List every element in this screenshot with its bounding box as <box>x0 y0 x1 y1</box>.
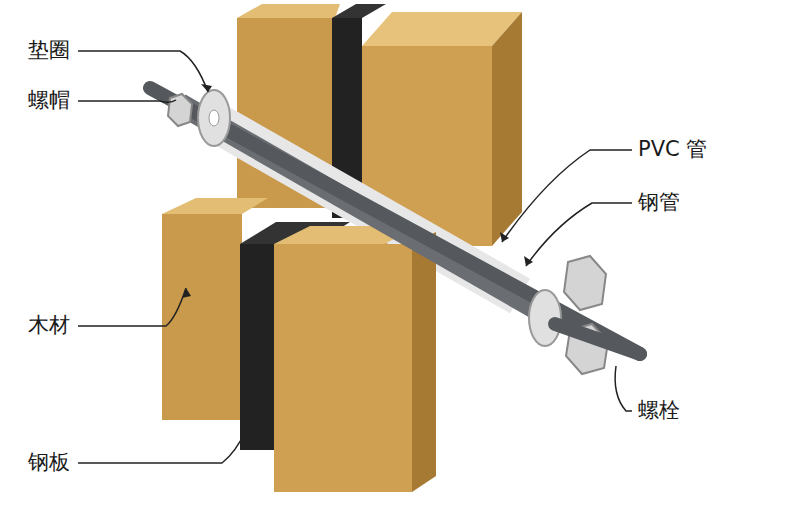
nut <box>168 94 192 126</box>
leader-lines <box>78 51 632 463</box>
part-label: 钢管 <box>638 190 680 215</box>
leader-line <box>78 51 208 92</box>
part-label: 木材 <box>28 313 70 338</box>
bolt <box>150 88 640 354</box>
leader-line <box>526 203 632 266</box>
wood-block <box>274 244 412 492</box>
wood-top <box>237 4 340 18</box>
part-label: PVC 管 <box>638 137 707 162</box>
arrow-head <box>500 232 509 242</box>
leader-line <box>502 150 632 242</box>
arrow-head <box>241 430 250 440</box>
part-label: 螺帽 <box>28 88 70 113</box>
steel-plate <box>332 4 386 18</box>
wood-top <box>162 198 268 214</box>
leader-line <box>78 430 246 463</box>
bolt-end <box>555 324 640 354</box>
arrow-head <box>524 256 533 266</box>
leader-line <box>78 288 186 326</box>
wood-side <box>412 232 436 492</box>
leader-line <box>78 100 176 102</box>
washer-hole <box>209 110 219 126</box>
part-label: 钢板 <box>28 450 70 475</box>
leader-line <box>615 366 632 411</box>
nut <box>564 256 606 310</box>
arrow-head <box>182 288 191 298</box>
steel-plate <box>240 244 274 450</box>
part-label: 螺栓 <box>638 398 680 423</box>
washer <box>198 90 230 146</box>
part-label: 垫圈 <box>28 38 70 63</box>
arrow-head <box>201 84 212 92</box>
wood-side <box>492 12 522 246</box>
